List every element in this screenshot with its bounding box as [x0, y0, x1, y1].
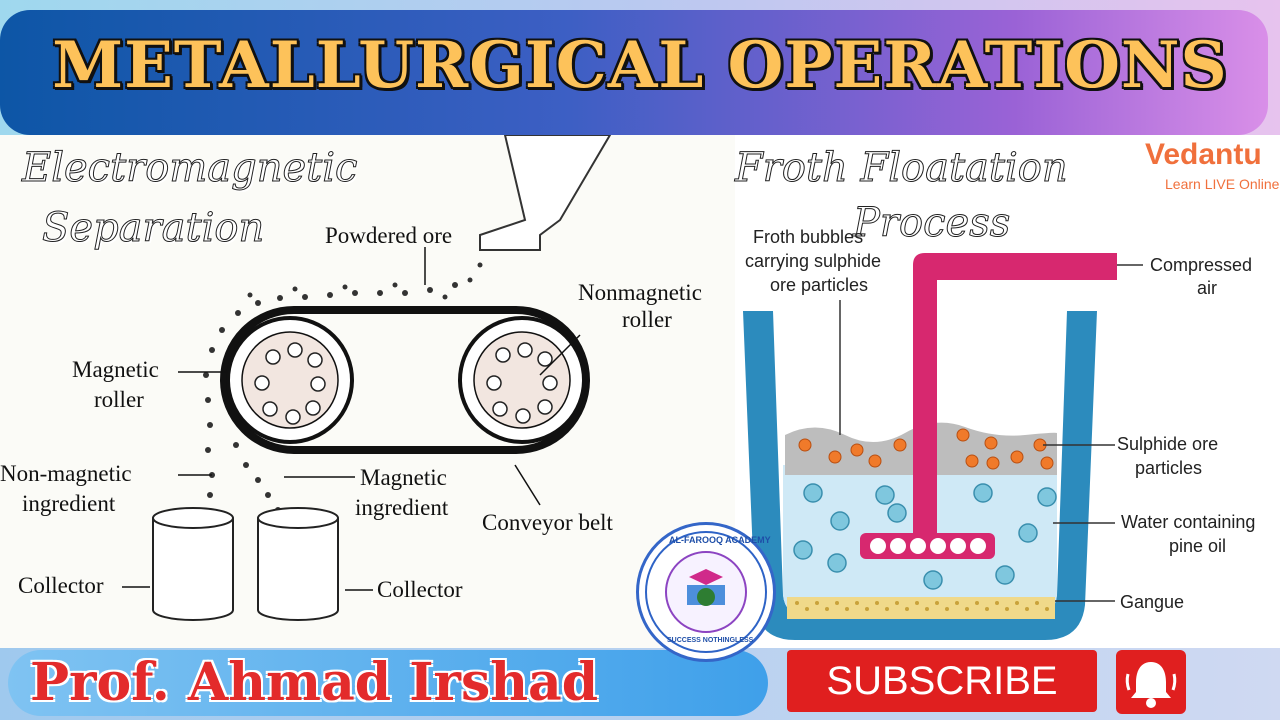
electromagnetic-separation-panel: Electromagnetic Separation Powdered ore … — [0, 134, 735, 650]
label-magnetic-ingredient-1: Magnetic — [360, 465, 447, 490]
label-water-2: pine oil — [1169, 536, 1227, 556]
froth-heading-line2: Process — [852, 200, 1011, 247]
froth-floatation-diagram — [743, 253, 1143, 640]
collector-right — [257, 518, 339, 621]
froth-floatation-panel: Vedantu Learn LIVE Online Froth Floatati… — [735, 135, 1280, 650]
academy-motto: SUCCESS NOTHINGLESS — [667, 637, 754, 644]
water-bubbles — [793, 483, 1057, 590]
vedantu-logo: Vedantu — [1145, 138, 1262, 171]
label-powdered-ore: Powdered ore — [325, 223, 453, 248]
presenter-name: Prof. Ahmad Irshad — [30, 652, 599, 713]
label-magnetic-roller-2: roller — [94, 387, 144, 412]
air-pipe — [913, 253, 1117, 545]
label-froth-3: ore particles — [770, 275, 869, 295]
label-compressed-1: Compressed — [1150, 255, 1253, 275]
electromagnetic-heading-line1: Electromagnetic — [21, 145, 358, 192]
label-sulphide-2: particles — [1135, 458, 1203, 478]
academy-logo: AL-FAROOQ ACADEMY SUCCESS NOTHINGLESS — [636, 522, 776, 662]
label-conveyor-belt: Conveyor belt — [482, 510, 613, 535]
notification-bell-button[interactable] — [1116, 650, 1186, 714]
label-water-1: Water containing — [1121, 512, 1256, 532]
hopper — [479, 134, 612, 251]
label-sulphide-1: Sulphide ore — [1117, 434, 1219, 454]
froth-heading-line1: Froth Floatation — [735, 145, 1069, 192]
label-magnetic-ingredient-2: ingredient — [355, 495, 449, 520]
vedantu-tagline: Learn LIVE Online — [1165, 176, 1280, 192]
label-froth-1: Froth bubbles — [753, 227, 864, 247]
label-froth-2: carrying sulphide — [745, 251, 882, 271]
label-magnetic-roller-1: Magnetic — [72, 357, 159, 382]
collector-left — [152, 518, 234, 621]
title-banner — [0, 10, 1268, 135]
label-collector-right: Collector — [377, 577, 463, 602]
sulphide-particles — [798, 428, 1054, 470]
label-nonmagnetic-roller-2: roller — [622, 307, 672, 332]
tank-wall — [743, 311, 1097, 640]
subscribe-button[interactable]: SUBSCRIBE — [787, 650, 1097, 712]
label-non-magnetic-ingredient-1: Non-magnetic — [0, 461, 132, 486]
gangue-layer — [787, 597, 1055, 619]
label-collector-left: Collector — [18, 573, 104, 598]
academy-name: AL-FAROOQ ACADEMY — [669, 535, 771, 545]
label-non-magnetic-ingredient-2: ingredient — [22, 491, 116, 516]
electromagnetic-heading-line2: Separation — [41, 205, 265, 252]
label-nonmagnetic-roller-1: Nonmagnetic — [578, 280, 702, 305]
bell-icon — [1125, 662, 1177, 708]
label-gangue: Gangue — [1120, 592, 1185, 612]
page-title: METALLURGICAL OPERATIONS — [52, 28, 1228, 103]
academy-emblem — [645, 531, 767, 653]
label-compressed-2: air — [1197, 278, 1218, 298]
presenter-banner — [8, 650, 768, 716]
electromagnetic-diagram — [122, 134, 612, 621]
